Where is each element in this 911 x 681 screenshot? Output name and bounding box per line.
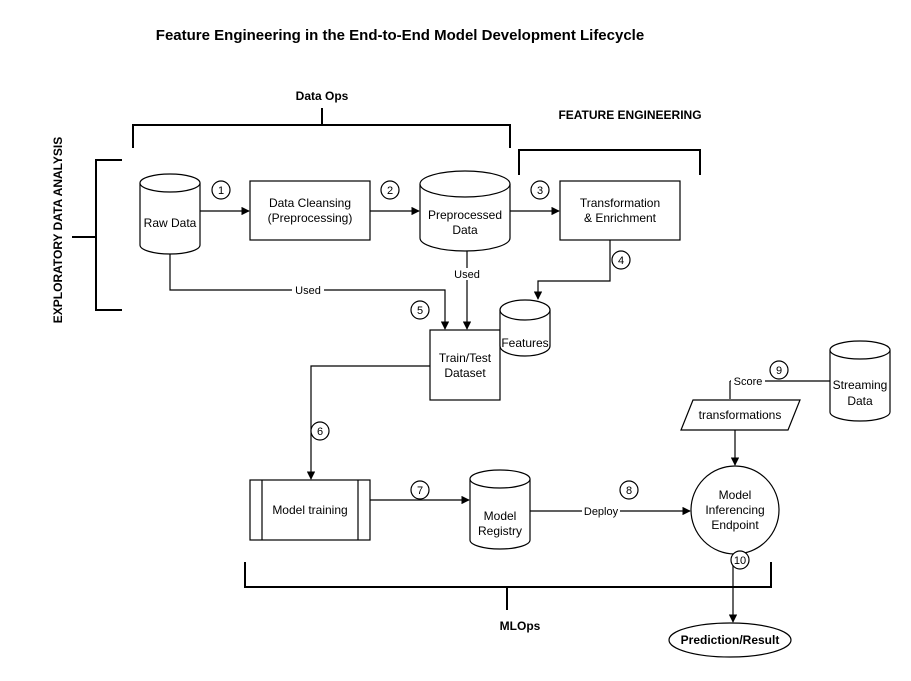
svg-text:7: 7 bbox=[417, 485, 423, 497]
svg-text:5: 5 bbox=[417, 305, 423, 317]
model-training-node: Model training bbox=[249, 479, 371, 541]
mlops-bracket bbox=[244, 562, 772, 610]
inferencing-endpoint-node: Model Inferencing Endpoint bbox=[690, 465, 780, 555]
preprocessed-label: Preprocessed bbox=[428, 208, 502, 222]
data-cleansing-label: Data Cleansing bbox=[269, 196, 351, 210]
step-marker-2: 2 bbox=[380, 180, 400, 200]
inferencing-label: Model bbox=[719, 488, 752, 502]
raw-data-label: Raw Data bbox=[144, 216, 197, 230]
train-test-node: Train/Test Dataset bbox=[429, 329, 501, 401]
svg-text:3: 3 bbox=[537, 185, 543, 197]
streaming-data-node: Streaming Data bbox=[829, 340, 891, 422]
step-marker-1: 1 bbox=[211, 180, 231, 200]
transformation-label: Transformation bbox=[580, 196, 660, 210]
train-test-sublabel: Dataset bbox=[444, 366, 486, 380]
svg-text:9: 9 bbox=[776, 365, 782, 377]
model-training-label: Model training bbox=[272, 503, 347, 517]
feature-engineering-bracket bbox=[518, 149, 701, 175]
transformations-node: transformations bbox=[680, 399, 801, 431]
deploy-label: Deploy bbox=[584, 506, 619, 518]
preprocessed-data-node: Preprocessed Data bbox=[419, 170, 511, 252]
step-marker-10: 10 bbox=[730, 550, 750, 570]
diagram-title: Feature Engineering in the End-to-End Mo… bbox=[156, 27, 644, 44]
svg-text:4: 4 bbox=[618, 255, 624, 267]
features-label: Features bbox=[501, 336, 548, 350]
prediction-node: Prediction/Result bbox=[668, 622, 792, 658]
model-registry-label: Model bbox=[484, 509, 517, 523]
transformations-label: transformations bbox=[699, 408, 782, 422]
used-label-preprocessed: Used bbox=[454, 269, 480, 281]
step-marker-6: 6 bbox=[310, 421, 330, 441]
preprocessed-sublabel: Data bbox=[452, 223, 478, 237]
score-label: Score bbox=[734, 376, 763, 388]
mlops-label: MLOps bbox=[500, 619, 541, 633]
step-marker-7: 7 bbox=[410, 480, 430, 500]
step-marker-4: 4 bbox=[611, 250, 631, 270]
transformation-sublabel: & Enrichment bbox=[584, 211, 657, 225]
features-node: Features bbox=[499, 299, 551, 357]
svg-text:2: 2 bbox=[387, 185, 393, 197]
used-label-raw: Used bbox=[295, 285, 321, 297]
model-registry-sublabel: Registry bbox=[478, 524, 522, 538]
eda-bracket bbox=[72, 159, 122, 311]
edge-transformation-to-features bbox=[533, 240, 611, 300]
svg-text:6: 6 bbox=[317, 426, 323, 438]
transformation-node: Transformation & Enrichment bbox=[559, 180, 681, 241]
inferencing-sublabel-2: Endpoint bbox=[711, 518, 759, 532]
inferencing-sublabel: Inferencing bbox=[705, 503, 764, 517]
feature-engineering-label: FEATURE ENGINEERING bbox=[558, 108, 701, 122]
data-cleansing-node: Data Cleansing (Preprocessing) bbox=[249, 180, 371, 241]
step-markers: 1 2 3 4 5 6 7 8 9 10 bbox=[211, 180, 789, 570]
step-marker-9: 9 bbox=[769, 360, 789, 380]
svg-text:1: 1 bbox=[218, 185, 224, 197]
step-marker-8: 8 bbox=[619, 480, 639, 500]
train-test-label: Train/Test bbox=[439, 351, 492, 365]
step-marker-3: 3 bbox=[530, 180, 550, 200]
svg-text:8: 8 bbox=[626, 485, 632, 497]
data-cleansing-sublabel: (Preprocessing) bbox=[268, 211, 353, 225]
prediction-label: Prediction/Result bbox=[681, 633, 780, 647]
model-registry-node: Model Registry bbox=[469, 469, 531, 550]
data-ops-bracket bbox=[132, 108, 511, 148]
streaming-sublabel: Data bbox=[847, 394, 873, 408]
eda-label: EXPLORATORY DATA ANALYSIS bbox=[51, 137, 65, 323]
svg-text:10: 10 bbox=[734, 555, 746, 567]
edge-traintest-to-training bbox=[306, 365, 430, 480]
data-ops-label: Data Ops bbox=[296, 89, 349, 103]
step-marker-5: 5 bbox=[410, 300, 430, 320]
raw-data-node: Raw Data bbox=[139, 173, 201, 255]
streaming-label: Streaming bbox=[833, 378, 888, 392]
